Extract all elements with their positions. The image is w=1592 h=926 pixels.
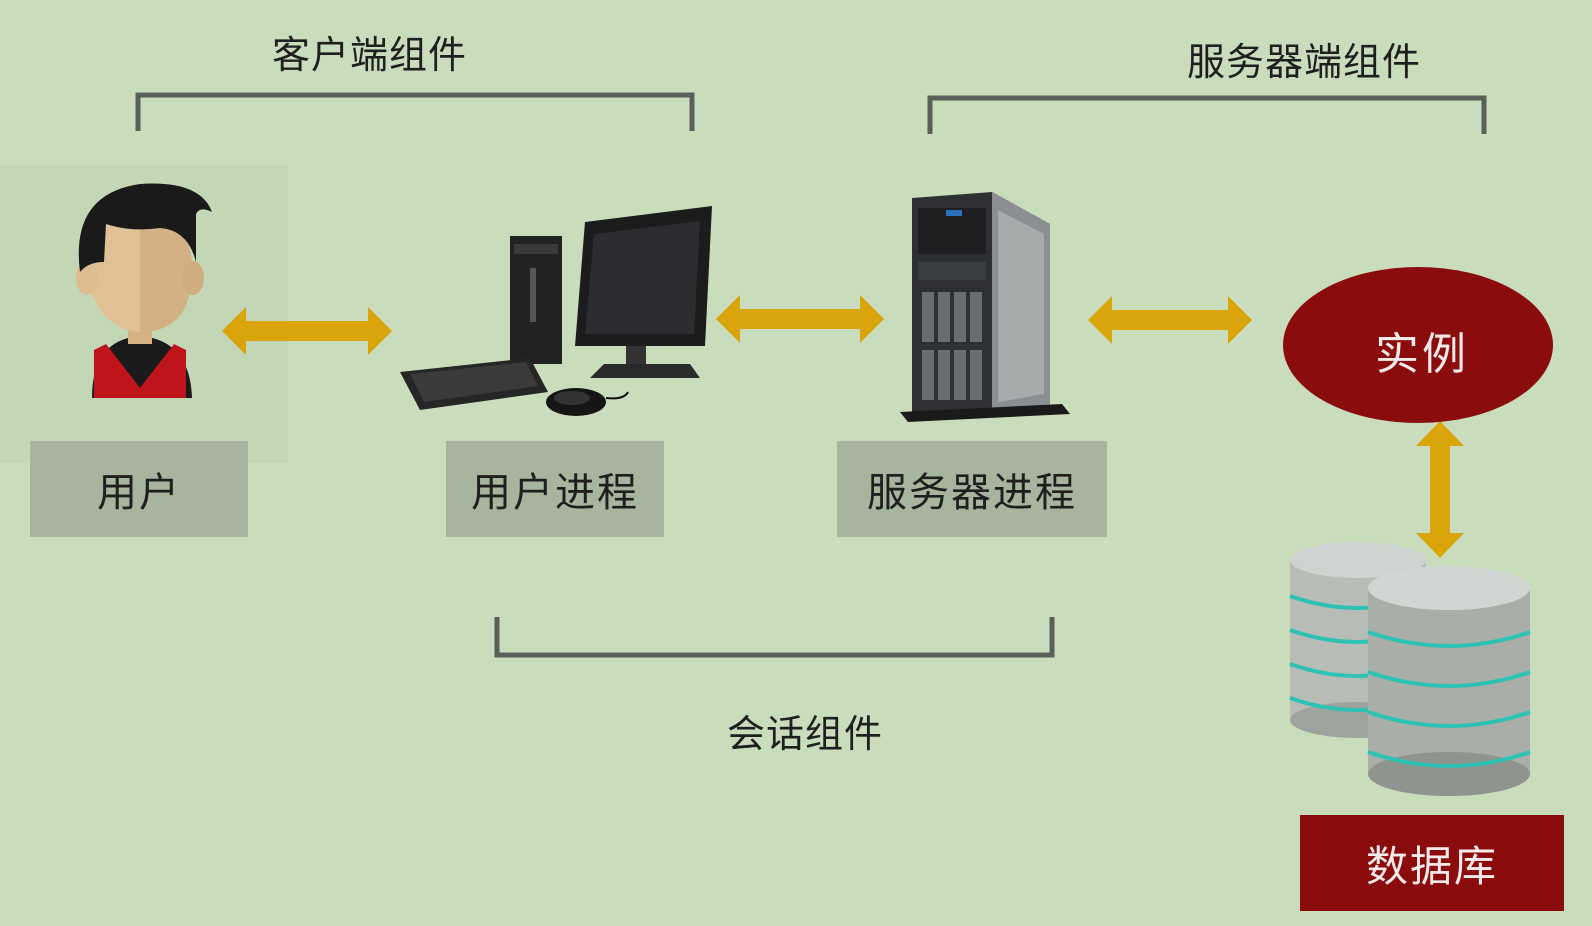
arrow-server-to-instance	[1088, 296, 1252, 344]
database-icon	[1289, 542, 1531, 796]
arrow-user-to-process	[222, 307, 392, 355]
arrow-instance-to-database	[1416, 421, 1464, 558]
client-components-heading: 客户端组件	[272, 33, 468, 77]
user-icon	[76, 183, 212, 398]
client-bracket	[135, 92, 695, 131]
server-components-heading: 服务器端组件	[1187, 40, 1422, 84]
tower-server-icon	[900, 192, 1070, 422]
user-process-label: 用户进程	[446, 441, 664, 537]
instance-label: 实例	[1375, 329, 1469, 380]
user-label: 用户	[30, 441, 248, 537]
session-components-heading: 会话组件	[727, 712, 884, 756]
instance-ellipse	[1283, 267, 1553, 423]
desktop-computer-icon	[400, 206, 712, 416]
server-bracket	[927, 95, 1487, 134]
database-label: 数据库	[1300, 815, 1564, 911]
server-process-label: 服务器进程	[837, 441, 1107, 537]
arrow-process-to-server	[716, 295, 884, 343]
session-bracket	[494, 617, 1055, 658]
